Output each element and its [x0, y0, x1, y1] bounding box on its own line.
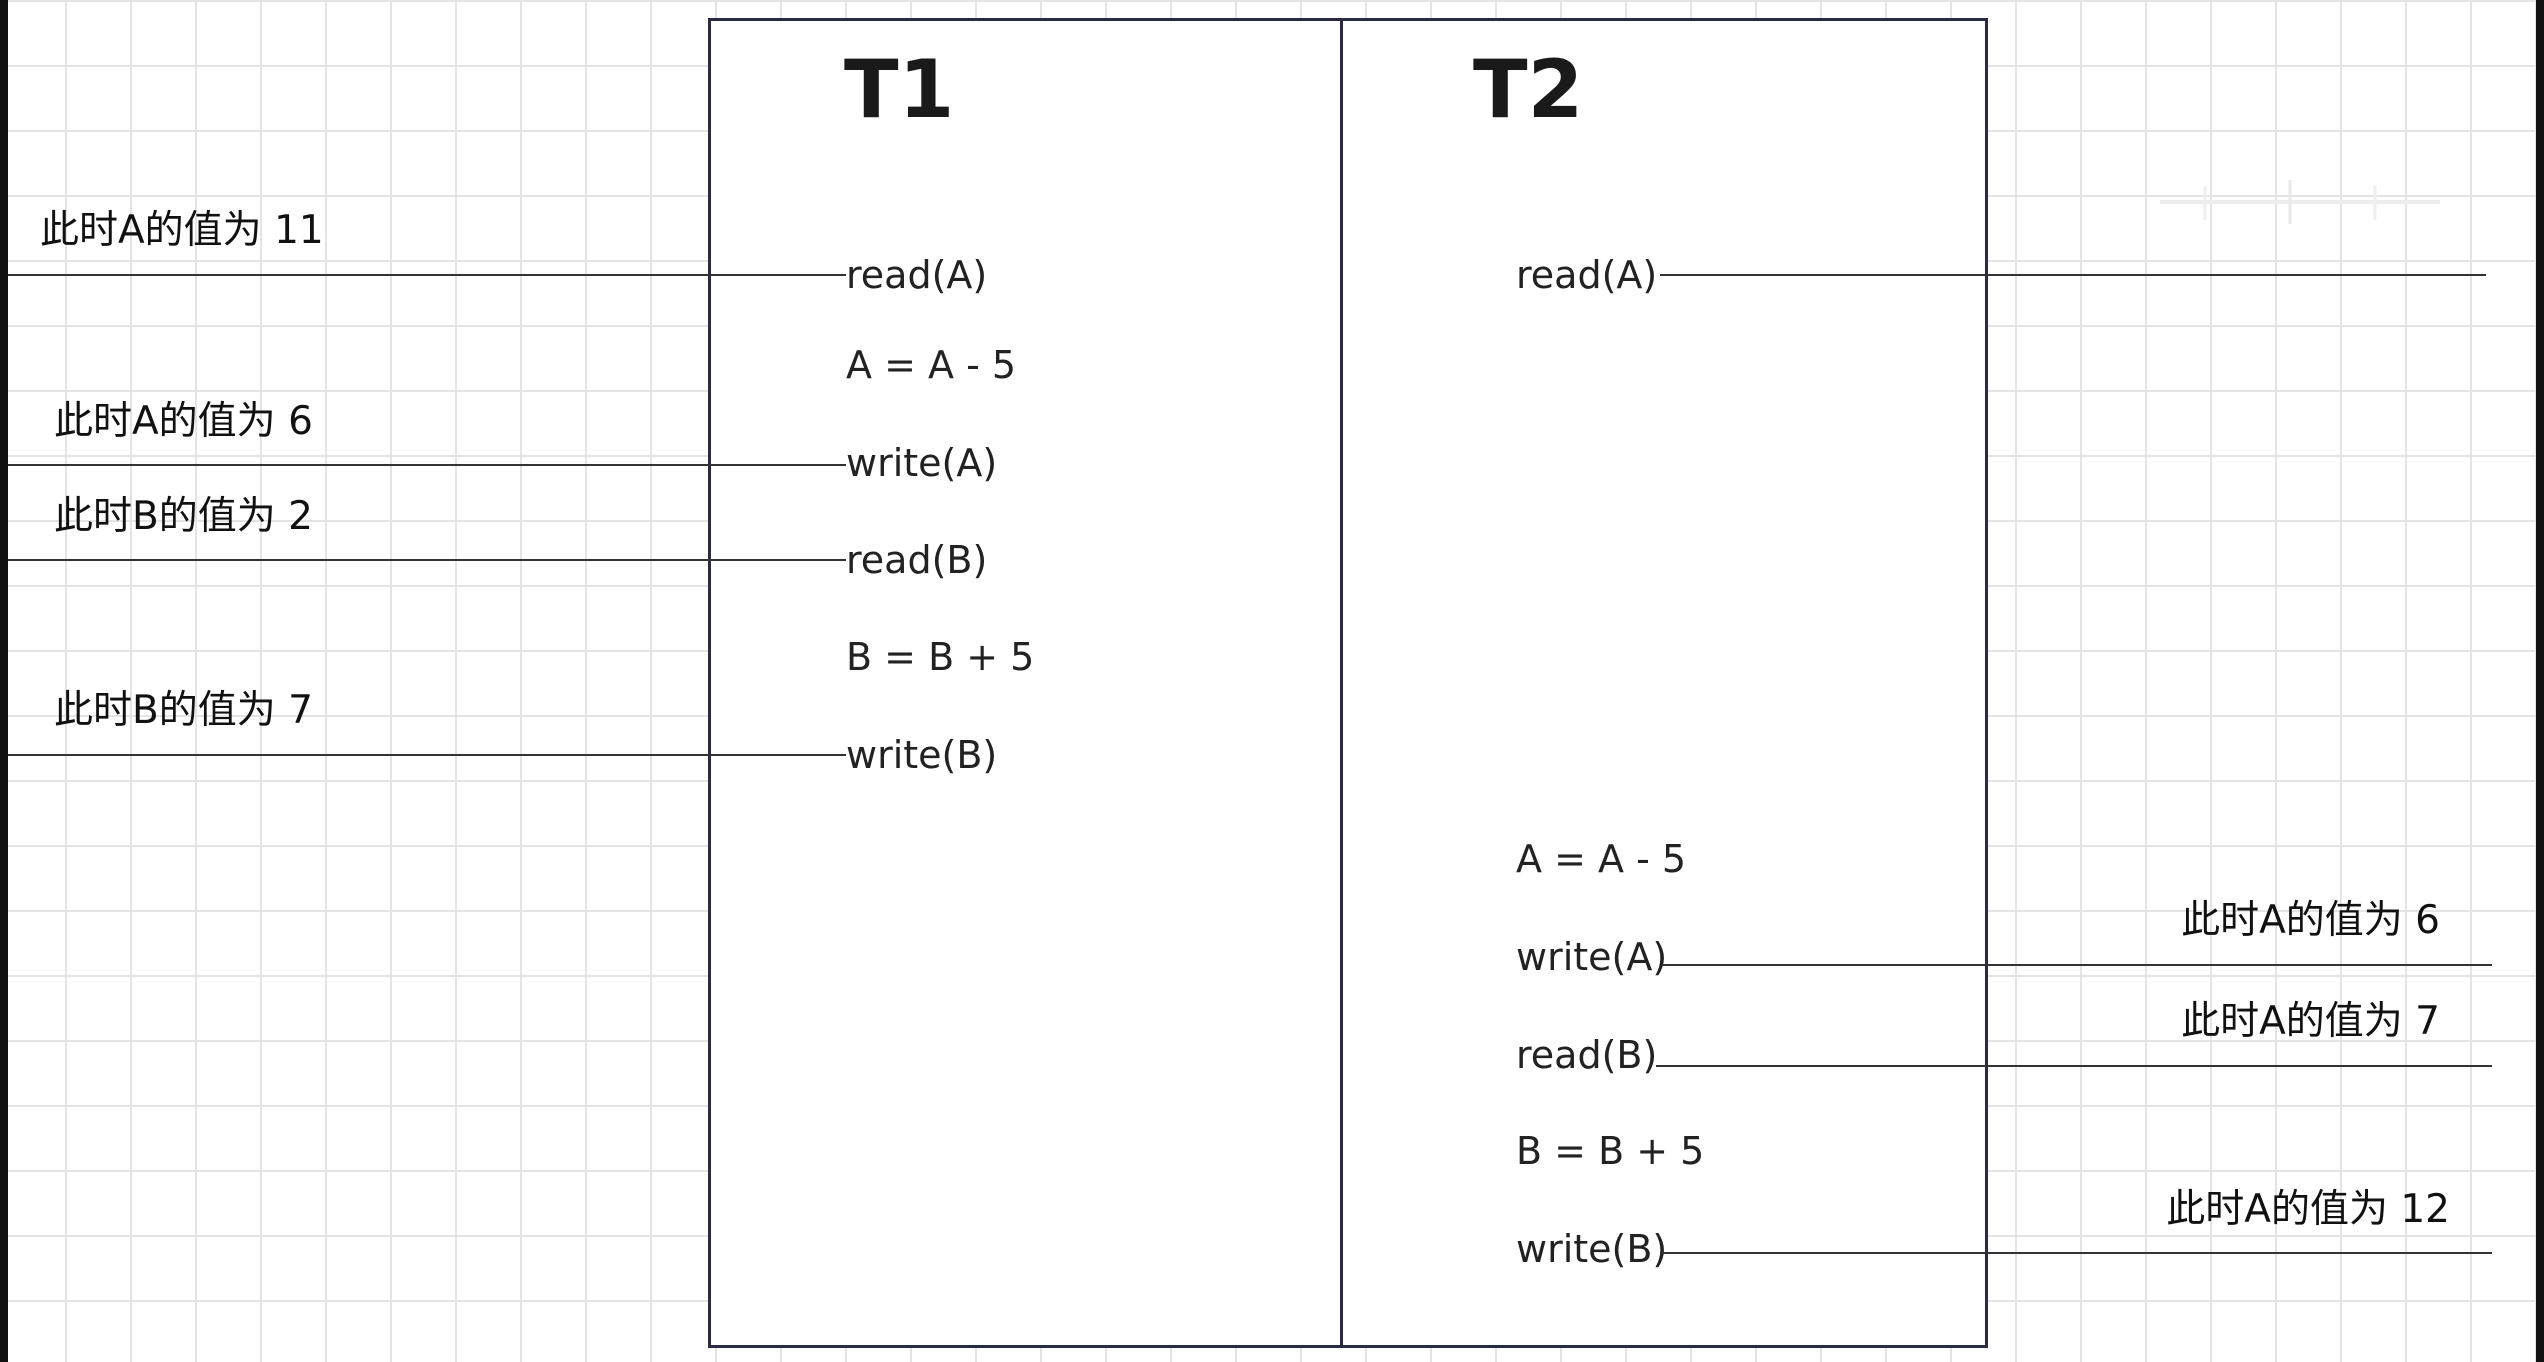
right-leader-write-a [1662, 964, 2492, 966]
right-leader-write-b [1662, 1252, 2492, 1254]
column-divider [1340, 21, 1343, 1345]
left-leader-read-b [8, 559, 846, 561]
left-note-b-2: 此时B的值为 2 [54, 494, 313, 539]
t1-op-read-b: read(B) [846, 538, 988, 582]
left-note-a-6: 此时A的值为 6 [54, 399, 313, 444]
right-note-a-6: 此时A的值为 6 [2181, 898, 2440, 943]
t1-op-a-minus-5: A = A - 5 [846, 343, 1017, 387]
t2-op-read-a: read(A) [1516, 253, 1658, 297]
t1-header: T1 [844, 43, 955, 136]
t1-op-write-b: write(B) [846, 733, 998, 777]
left-note-a-11: 此时A的值为 11 [40, 208, 324, 253]
left-leader-write-b [8, 754, 846, 756]
right-leader-read-a [1660, 274, 2486, 276]
t1-op-write-a: write(A) [846, 441, 998, 485]
t2-op-b-plus-5: B = B + 5 [1516, 1129, 1705, 1173]
t1-op-b-plus-5: B = B + 5 [846, 635, 1035, 679]
t2-op-write-b: write(B) [1516, 1227, 1668, 1271]
t2-op-read-b: read(B) [1516, 1033, 1658, 1077]
left-note-b-7: 此时B的值为 7 [54, 688, 313, 733]
t2-op-write-a: write(A) [1516, 935, 1668, 979]
t1-op-read-a: read(A) [846, 253, 988, 297]
right-border [2536, 0, 2544, 1362]
schedule-table [708, 18, 1988, 1348]
left-leader-write-a [8, 464, 846, 466]
left-border [0, 0, 8, 1362]
left-leader-read-a [8, 274, 846, 276]
t2-op-a-minus-5: A = A - 5 [1516, 837, 1687, 881]
right-leader-read-b [1656, 1065, 2492, 1067]
t2-header: T2 [1473, 43, 1584, 136]
right-note-a-7: 此时A的值为 7 [2181, 999, 2440, 1044]
right-note-a-12: 此时A的值为 12 [2166, 1187, 2450, 1232]
erased-marks [2160, 180, 2440, 224]
